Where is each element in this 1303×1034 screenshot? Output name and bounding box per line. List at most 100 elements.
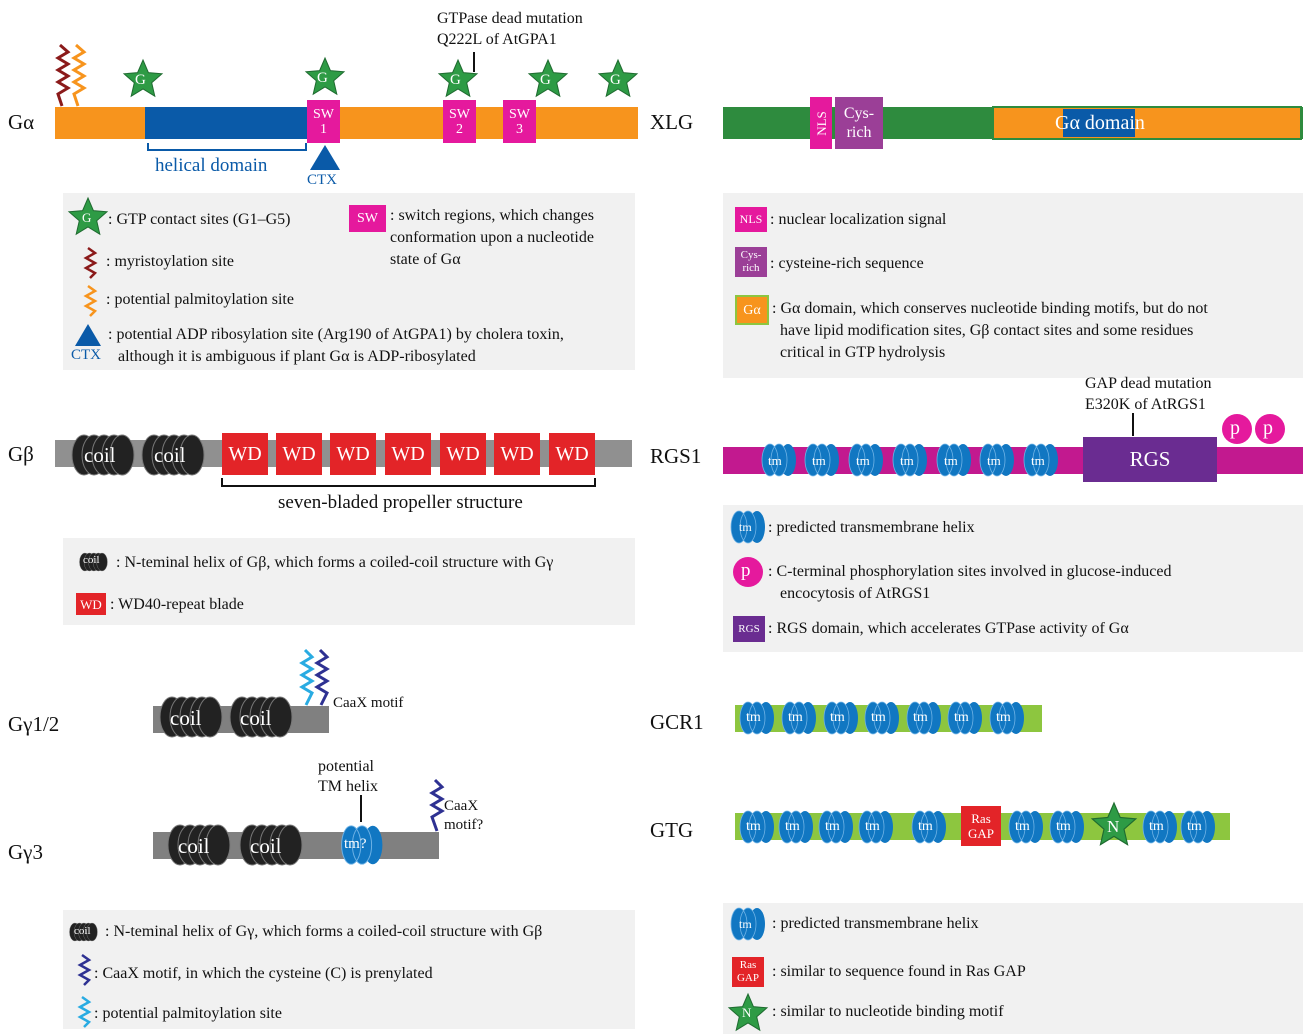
tm-label: tm <box>768 453 782 468</box>
palmitoylation-icon <box>71 43 87 107</box>
legend-n-label: N <box>742 1005 752 1020</box>
legend-sw-text1: : switch regions, which changes <box>390 207 594 224</box>
legend-cys-icon: Cys-rich <box>735 247 767 277</box>
tm-label: tm <box>788 710 803 725</box>
legend-caax-icon <box>77 953 92 986</box>
wd-blade: WD <box>222 433 268 475</box>
phospho-circle-icon <box>1222 414 1252 444</box>
xlg-cys-region: Cys-rich <box>835 97 883 149</box>
legend-coil-label: coil <box>83 554 100 566</box>
gg12-palmitoylation-icon <box>299 648 315 706</box>
tm-label: tm <box>871 710 886 725</box>
propeller-label: seven-bladed propeller structure <box>278 492 523 513</box>
star-label: G <box>317 70 328 86</box>
propeller-bracket <box>221 478 596 487</box>
gg3-caax-text1: CaaX <box>444 798 479 814</box>
legend-palm-text: : potential palmitoylation site <box>106 291 294 308</box>
legend-phospho-icon <box>733 557 763 587</box>
gg12-caax-label: CaaX motif <box>333 695 404 711</box>
legend-star-label: G <box>82 210 92 225</box>
coil-label: coil <box>170 706 202 730</box>
helical-domain-label: helical domain <box>155 155 268 176</box>
tm-label: tm <box>865 819 880 834</box>
gg3-tm-text2: TM helix <box>318 778 378 795</box>
label-rgs1: RGS1 <box>650 444 702 468</box>
ga-helical-region <box>145 107 307 139</box>
coil-label: coil <box>240 706 272 730</box>
coil-label: coil <box>154 443 186 467</box>
tm-label: tm <box>1149 819 1164 834</box>
rgs1-mutation-line2: E320K of AtRGS1 <box>1085 396 1206 413</box>
legend-tm-text: : predicted transmembrane helix <box>768 519 975 536</box>
tm-label: tm <box>944 453 958 468</box>
legend-myristoylation-icon <box>83 246 98 279</box>
legend-ras-label2: GAP <box>736 972 759 984</box>
legend-p-text1: : C-terminal phosphorylation sites invol… <box>768 563 1172 580</box>
legend-ctx-label: CTX <box>71 347 101 363</box>
legend-ctx-text1: : potential ADP ribosylation site (Arg19… <box>108 326 564 343</box>
star-label: G <box>135 72 146 88</box>
gg3-caax-text2: motif? <box>444 817 484 833</box>
legend-wd-text: : WD40-repeat blade <box>110 596 244 613</box>
ctx-label: CTX <box>307 172 337 188</box>
tm-label: tm <box>1015 819 1030 834</box>
legend-gtp-text: : GTP contact sites (G1–G5) <box>108 211 291 228</box>
label-xlg: XLG <box>650 110 694 134</box>
wd-blade: WD <box>494 433 540 475</box>
legend-caax-text: : CaaX motif, in which the cysteine (C) … <box>94 965 433 982</box>
tm-label: tm <box>746 710 761 725</box>
legend-cys-text: : cysteine-rich sequence <box>770 255 924 272</box>
phospho-label: p <box>1230 417 1240 439</box>
legend-gtg-tm-text: : predicted transmembrane helix <box>772 915 979 932</box>
tm-label: tm <box>996 710 1011 725</box>
legend-n-text: : similar to nucleotide binding motif <box>772 1003 1004 1020</box>
cys-label2: rich <box>846 124 872 141</box>
legend-ctx-text2: although it is ambiguous if plant Gα is … <box>118 348 476 365</box>
wd-blade: WD <box>549 433 595 475</box>
label-gcr1: GCR1 <box>650 710 704 734</box>
xlg-nls-region: NLS <box>810 97 832 149</box>
tm-label: tm <box>830 710 845 725</box>
cys-label1: Cys- <box>843 105 875 122</box>
legend-ras-text: : similar to sequence found in Ras GAP <box>772 963 1026 980</box>
legend-coil-label: coil <box>74 925 91 937</box>
gg12-caax-icon <box>314 648 330 706</box>
ga-mutation-line2: Q222L of AtGPA1 <box>437 31 557 48</box>
legend-rgs-text: : RGS domain, which accelerates GTPase a… <box>768 620 1129 637</box>
legend-ga-text3: critical in GTP hydrolysis <box>780 344 946 361</box>
rgs-domain: RGS <box>1083 437 1217 482</box>
legend-sw-text2: conformation upon a nucleotide <box>390 229 594 246</box>
gg3-tm-label: tm? <box>344 836 367 852</box>
tm-label: tm <box>856 453 870 468</box>
ras-label2: GAP <box>967 826 994 841</box>
xlg-ga-domain <box>992 106 1302 140</box>
cys-icon-text2: rich <box>742 262 760 274</box>
legend-ras-label1: Ras <box>739 959 757 971</box>
legend-tm-label: tm <box>739 917 752 931</box>
legend-phospho-label: p <box>741 560 751 581</box>
nucleotide-star-label: N <box>1107 817 1120 836</box>
legend-ga-text1: : Gα domain, which conserves nucleotide … <box>772 300 1208 317</box>
tm-label: tm <box>913 710 928 725</box>
legend-sw-icon: SW <box>349 205 386 232</box>
sw-label: SW <box>313 106 334 122</box>
wd-blade: WD <box>276 433 322 475</box>
wd-blade: WD <box>330 433 376 475</box>
label-gg12: Gγ1/2 <box>8 712 60 736</box>
label-ga: Gα <box>8 110 35 134</box>
legend-tm-label: tm <box>739 520 752 534</box>
tm-label: tm <box>746 819 761 834</box>
xlg-helical-part <box>1063 109 1135 137</box>
legend-ga-domain-icon: Gα <box>735 295 769 325</box>
tm-label: tm <box>954 710 969 725</box>
tm-label: tm <box>900 453 914 468</box>
sw-number: 1 <box>320 121 327 137</box>
star-label: G <box>450 72 461 88</box>
ga-bar <box>55 107 638 139</box>
tm-label: tm <box>812 453 826 468</box>
myristoylation-icon <box>55 43 71 107</box>
star-label: G <box>540 72 551 88</box>
